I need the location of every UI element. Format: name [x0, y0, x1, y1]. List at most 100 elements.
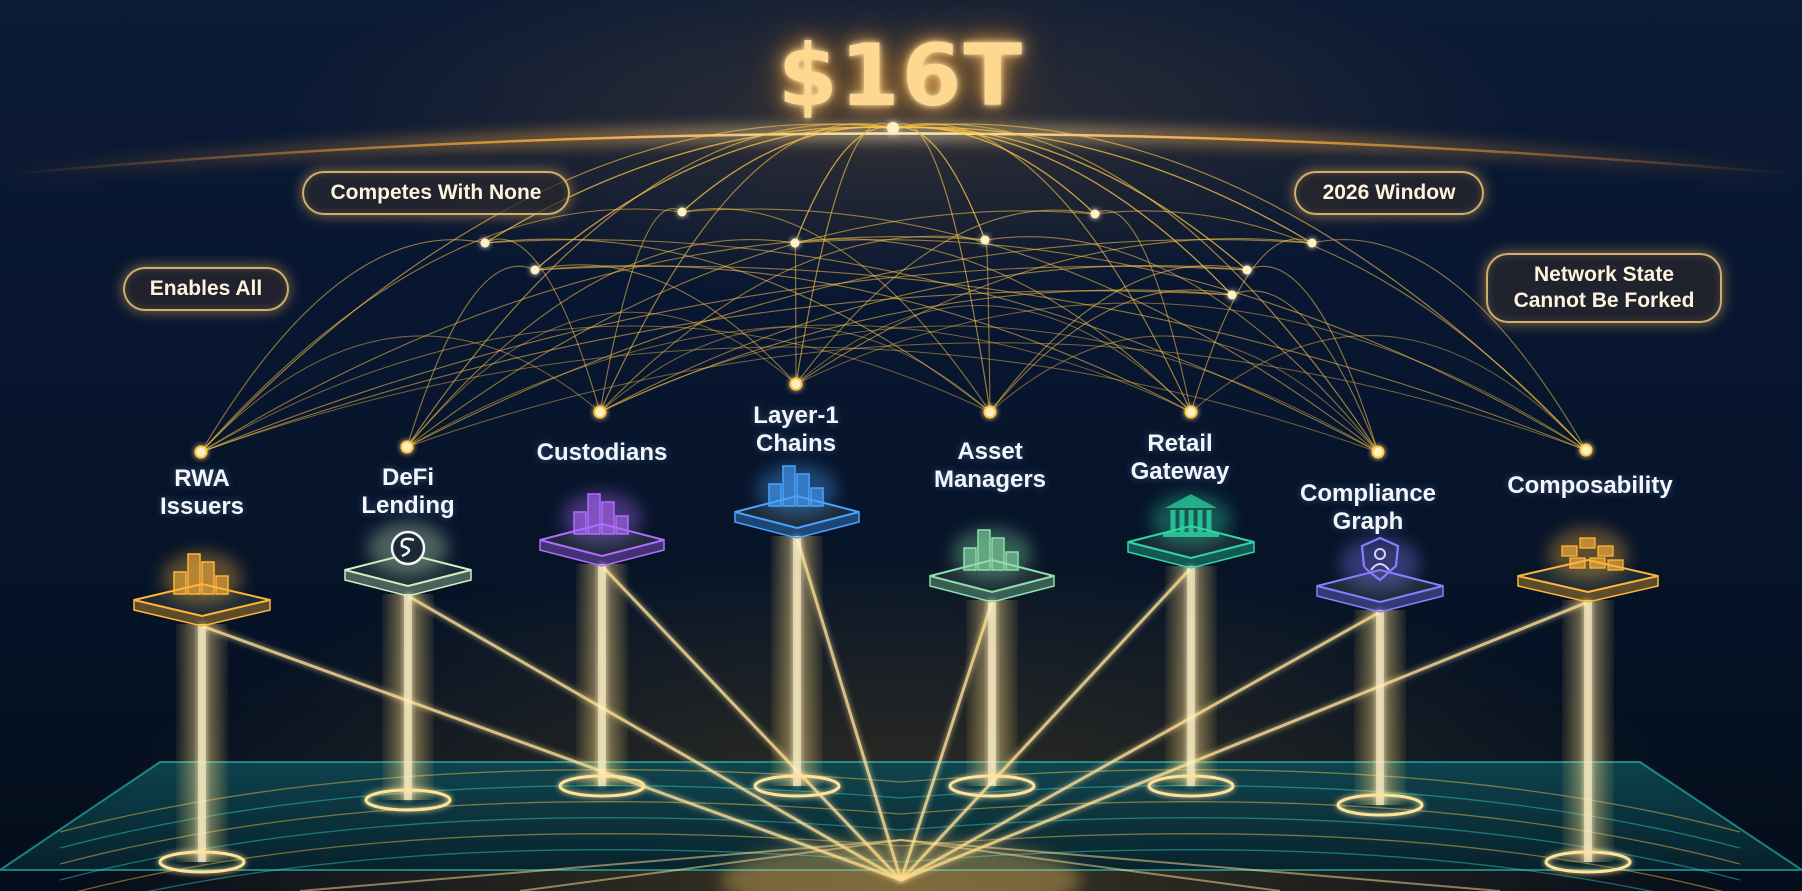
mesh-line — [1094, 210, 1587, 451]
mesh-line — [794, 126, 894, 244]
pillar-core — [793, 536, 801, 786]
bank-base — [1163, 532, 1219, 537]
mesh-line — [200, 239, 486, 453]
shield-outline — [1360, 536, 1400, 582]
pillar-core — [1187, 566, 1195, 786]
block-cube — [1597, 545, 1614, 557]
building-block — [796, 473, 810, 507]
mesh-line — [406, 239, 1313, 448]
buildings-icon — [173, 553, 229, 595]
platform-side — [1127, 541, 1255, 569]
buildings-icon — [573, 493, 629, 535]
pillar-core — [1376, 610, 1384, 805]
node-label-rwa-issuers: RWA Issuers — [159, 465, 245, 520]
mesh-line — [200, 236, 986, 453]
mesh-line — [795, 302, 1587, 451]
mesh-line — [534, 264, 1192, 413]
block-cube — [1561, 545, 1578, 557]
platform-side — [133, 599, 271, 627]
pillar-core — [1584, 600, 1592, 862]
bank-icon — [1163, 494, 1219, 537]
mesh-node-dot — [530, 265, 540, 275]
pillar-base-ring — [158, 850, 246, 874]
building-block — [810, 487, 824, 507]
building-block — [587, 493, 601, 535]
mesh-line — [599, 207, 683, 413]
mesh-line — [892, 126, 1233, 296]
mesh-line — [599, 264, 1248, 413]
mesh-line — [599, 326, 991, 413]
icon-glow — [1548, 528, 1628, 580]
mesh-node-dot — [1307, 238, 1317, 248]
pillar-base-ring — [364, 788, 452, 812]
building-block — [187, 553, 201, 595]
block-cube — [1589, 557, 1606, 569]
pillar-core — [988, 600, 996, 786]
buildings-icon — [768, 465, 824, 507]
mesh-line — [795, 209, 1096, 385]
pillar-core — [598, 564, 606, 786]
mesh-line — [795, 122, 894, 385]
horizon-line — [0, 132, 1802, 177]
mesh-line — [599, 325, 1379, 453]
building-block — [991, 537, 1005, 571]
mesh-line — [1231, 290, 1379, 453]
bank-column — [1179, 510, 1185, 532]
mesh-line — [484, 239, 1379, 453]
building-block — [201, 561, 215, 595]
mesh-line — [681, 208, 991, 413]
node-pillar-7 — [1517, 528, 1659, 874]
building-block — [573, 511, 587, 535]
callout-network-state: Network State Cannot Be Forked — [1486, 253, 1722, 323]
mesh-line — [1190, 335, 1587, 451]
floor-circuit-line — [59, 801, 1741, 865]
pillar-base-ring — [1147, 774, 1235, 798]
pillar-core — [404, 594, 412, 800]
light-beam — [900, 610, 1381, 882]
mesh-line — [599, 235, 986, 413]
pillar-base-ring — [753, 774, 841, 798]
mesh-node-dot — [677, 207, 687, 217]
mesh-line — [200, 265, 1248, 453]
mesh-line — [599, 123, 894, 413]
floor-focus-glow — [721, 840, 1081, 891]
mesh-line — [406, 311, 797, 448]
mesh-nodes — [194, 122, 1593, 459]
light-beam — [201, 624, 902, 882]
mesh-line — [892, 123, 1587, 451]
mesh-line — [1190, 238, 1313, 413]
node-pillar-6 — [1316, 536, 1444, 817]
node-label-custodians: Custodians — [536, 439, 668, 466]
node-pillar-3 — [734, 464, 860, 798]
mesh-node-dot — [480, 238, 490, 248]
mesh-line — [681, 126, 894, 213]
mesh-line — [681, 208, 1379, 453]
mesh-line — [406, 342, 1587, 451]
mesh-node-dot — [1242, 265, 1252, 275]
mesh-line — [794, 237, 797, 385]
coin-icon — [390, 530, 426, 566]
block-cube — [1607, 559, 1624, 571]
mesh-line — [1311, 239, 1587, 451]
platform-side — [1517, 575, 1659, 603]
platform-side — [539, 539, 665, 567]
blocks-icon — [1561, 537, 1624, 571]
mesh-line — [984, 236, 1379, 453]
building-block — [215, 575, 229, 595]
building-block — [601, 501, 615, 535]
shield-user-icon — [1360, 536, 1400, 582]
floor-beams — [201, 537, 1589, 891]
hub-node — [887, 122, 899, 134]
user-body — [1370, 563, 1390, 571]
mesh-node-dot — [790, 238, 800, 248]
mesh-line — [406, 210, 1096, 448]
mesh-line — [200, 346, 1379, 453]
light-beam — [900, 600, 1589, 882]
mesh-node-dot — [980, 235, 990, 245]
mesh-line — [406, 324, 1192, 448]
pillar-core — [198, 624, 206, 862]
light-beam — [899, 566, 1193, 882]
mesh-line — [892, 123, 1379, 453]
